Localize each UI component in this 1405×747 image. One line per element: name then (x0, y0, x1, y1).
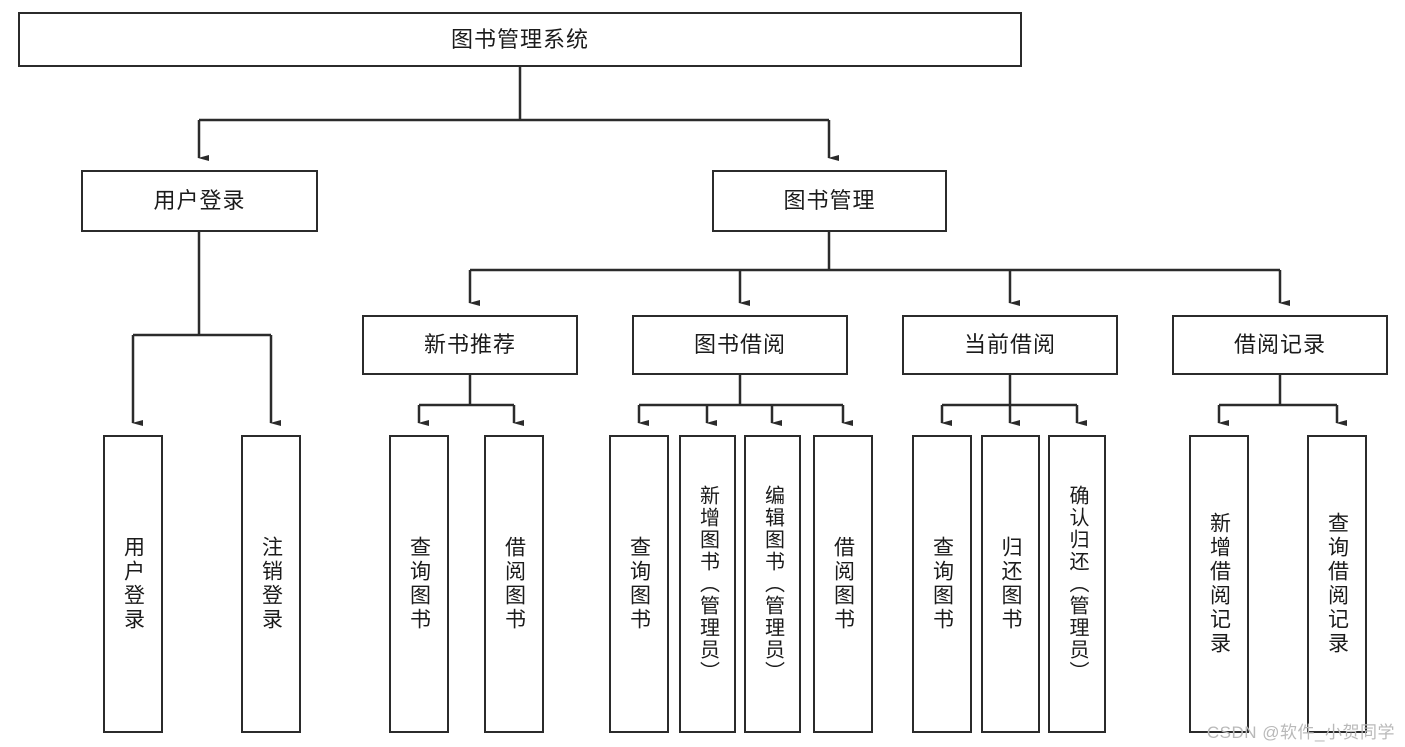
leaf-query-book-recommend[interactable]: 查询图书 (389, 435, 449, 733)
node-borrow-record[interactable]: 借阅记录 (1172, 315, 1388, 375)
node-label: 借阅图书 (831, 536, 855, 632)
leaf-borrow-book[interactable]: 借阅图书 (813, 435, 873, 733)
node-book-management[interactable]: 图书管理 (712, 170, 947, 232)
leaf-query-borrow-record[interactable]: 查询借阅记录 (1307, 435, 1367, 733)
node-label: 新增借阅记录 (1207, 512, 1231, 656)
node-label: 图书借阅 (693, 332, 786, 358)
node-label: 用户登录 (153, 188, 246, 214)
node-user-login[interactable]: 用户登录 (81, 170, 318, 232)
leaf-query-book-borrow[interactable]: 查询图书 (609, 435, 669, 733)
leaf-user-login[interactable]: 用户登录 (103, 435, 163, 733)
node-label: 确认归还（管理员） (1066, 485, 1088, 683)
leaf-borrow-book-recommend[interactable]: 借阅图书 (484, 435, 544, 733)
leaf-add-borrow-record[interactable]: 新增借阅记录 (1189, 435, 1249, 733)
node-label: 查询图书 (407, 536, 431, 632)
node-label: 归还图书 (999, 536, 1022, 632)
node-label: 新书推荐 (423, 332, 516, 358)
leaf-return-book[interactable]: 归还图书 (981, 435, 1040, 733)
node-label: 当前借阅 (963, 332, 1056, 358)
node-label: 查询图书 (627, 536, 651, 632)
node-new-book-recommend[interactable]: 新书推荐 (362, 315, 578, 375)
leaf-query-book-current[interactable]: 查询图书 (912, 435, 972, 733)
node-current-borrow[interactable]: 当前借阅 (902, 315, 1118, 375)
node-book-borrow[interactable]: 图书借阅 (632, 315, 848, 375)
node-label: 图书管理 (783, 188, 876, 214)
node-label: 注销登录 (259, 536, 283, 632)
node-label: 编辑图书（管理员） (761, 485, 784, 683)
node-label: 图书管理系统 (450, 26, 589, 52)
leaf-edit-book-admin[interactable]: 编辑图书（管理员） (744, 435, 801, 733)
node-label: 新增图书（管理员） (696, 485, 719, 683)
node-label: 借阅记录 (1233, 332, 1326, 358)
node-label: 查询借阅记录 (1325, 512, 1349, 656)
leaf-confirm-return-admin[interactable]: 确认归还（管理员） (1048, 435, 1106, 733)
node-label: 借阅图书 (502, 536, 526, 632)
leaf-user-logout[interactable]: 注销登录 (241, 435, 301, 733)
leaf-add-book-admin[interactable]: 新增图书（管理员） (679, 435, 736, 733)
node-label: 用户登录 (121, 536, 145, 632)
node-label: 查询图书 (930, 536, 954, 632)
node-root[interactable]: 图书管理系统 (18, 12, 1022, 67)
